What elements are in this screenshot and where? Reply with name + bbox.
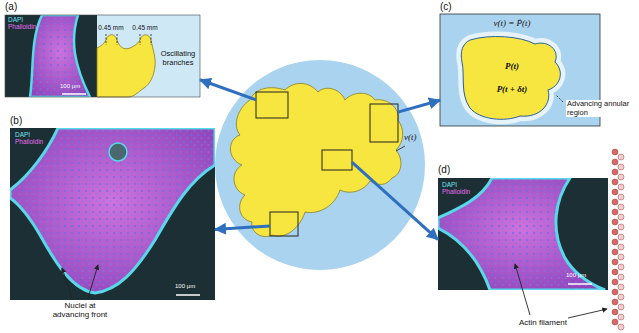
scale-label: 100 μm [60, 83, 80, 90]
branch-sketch [5, 15, 200, 97]
connector-arrow [200, 80, 256, 100]
stain-label: Phalloidin [442, 188, 470, 195]
math-label: v(t) [404, 132, 417, 142]
connector-arrow [398, 100, 440, 112]
micrograph-panel: (d)DAPIPhalloidin100 μmActin filament [438, 178, 608, 290]
stain-label: DAPI [442, 181, 457, 188]
stain-label: Phalloidin [15, 138, 43, 145]
micrograph-image [10, 128, 215, 300]
annotation: Advancing annular region [566, 100, 638, 117]
panel-label: (b) [10, 115, 22, 127]
micrograph-image [5, 15, 97, 97]
connector-arrow [352, 162, 438, 240]
annotation: Actin filament [519, 318, 567, 327]
connector-arrow [215, 226, 270, 230]
stain-label: DAPI [15, 131, 30, 138]
micrograph-image [438, 178, 608, 318]
scale-label: 100 μm [566, 272, 586, 279]
schematic-panel: (c)v(t) = Ṗ(t)P(t)P(t + δt)Advancing ann… [440, 14, 600, 126]
stain-label: DAPI [8, 16, 23, 23]
overview-circle: v(t) [215, 60, 425, 270]
actin-filament [612, 149, 624, 330]
dimension-label: 0.45 mm [98, 24, 123, 31]
annotation: Nuclei at advancing front [47, 301, 113, 319]
annotation: Oscillating branches [158, 50, 198, 67]
math-label: v(t) = Ṗ(t) [493, 18, 530, 28]
panel-label: (d) [438, 164, 450, 176]
micrograph-panel: (b)DAPIPhalloidin100 μmNuclei at advanci… [10, 128, 215, 300]
scale-label: 100 μm [175, 283, 195, 290]
panel-label: (c) [440, 1, 452, 13]
math-label: P(t + δt) [497, 84, 528, 94]
stain-label: Phalloidin [8, 23, 36, 30]
dimension-label: 0.45 mm [132, 24, 157, 31]
panel-label: (a) [5, 1, 17, 13]
math-label: P(t) [505, 61, 519, 71]
overview-sketch [215, 60, 425, 270]
micrograph-panel: (a)DAPIPhalloidin100 μm0.45 mm0.45 mmOsc… [5, 15, 200, 97]
